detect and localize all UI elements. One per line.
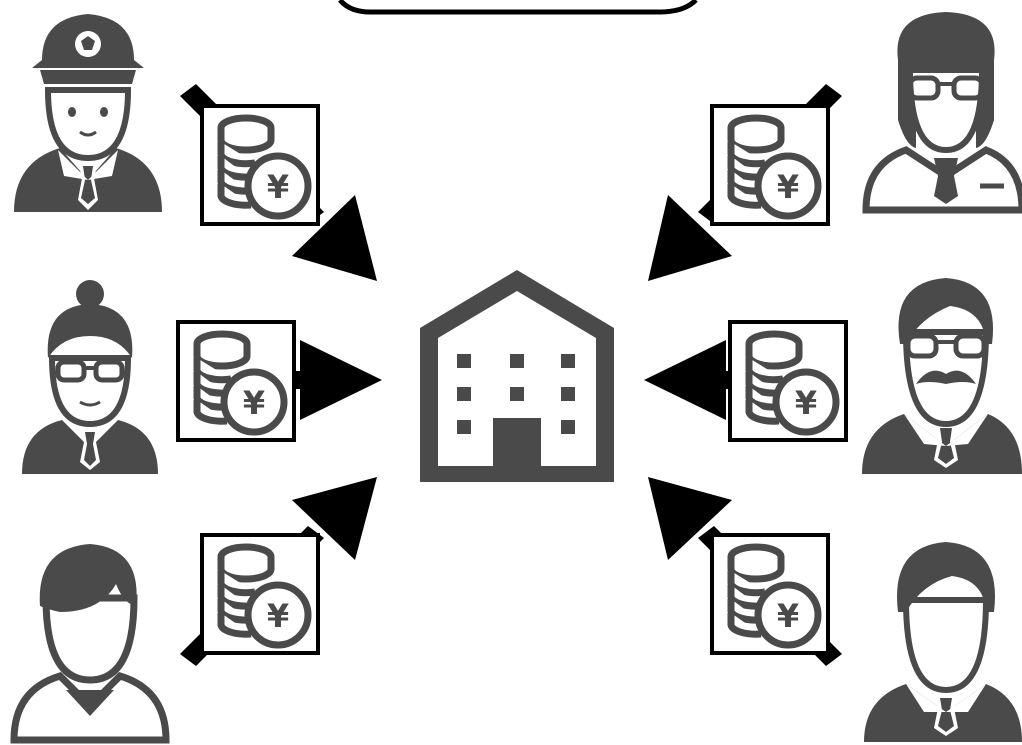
coin-box-middle-right: [730, 322, 846, 440]
businessman-icon: [864, 542, 1022, 742]
header-frame-edge: [338, 0, 698, 15]
coin-stack-yen-icon: [730, 322, 846, 440]
coin-stack-yen-icon: [202, 106, 318, 224]
coin-stack-yen-icon: [202, 535, 318, 653]
coin-stack-yen-icon: [178, 322, 294, 440]
coin-box-middle-left: [178, 322, 294, 440]
arrow-middle-right: [644, 340, 730, 420]
man-with-glasses-and-mustache-icon: [862, 278, 1022, 474]
woman-with-bun-and-glasses-icon: [22, 280, 158, 474]
coin-stack-yen-icon: [712, 106, 828, 224]
coin-stack-yen-icon: [712, 535, 828, 653]
police-officer-icon: [14, 14, 162, 212]
coin-box-bottom-left: [202, 535, 318, 653]
coin-box-bottom-right: [712, 535, 828, 653]
arrow-middle-left: [296, 340, 382, 420]
coin-box-top-right: [712, 106, 828, 224]
building-icon: [420, 270, 614, 482]
woman-short-hair-icon: [10, 544, 170, 744]
coin-box-top-left: [202, 106, 318, 224]
woman-with-glasses-icon: [862, 12, 1022, 214]
